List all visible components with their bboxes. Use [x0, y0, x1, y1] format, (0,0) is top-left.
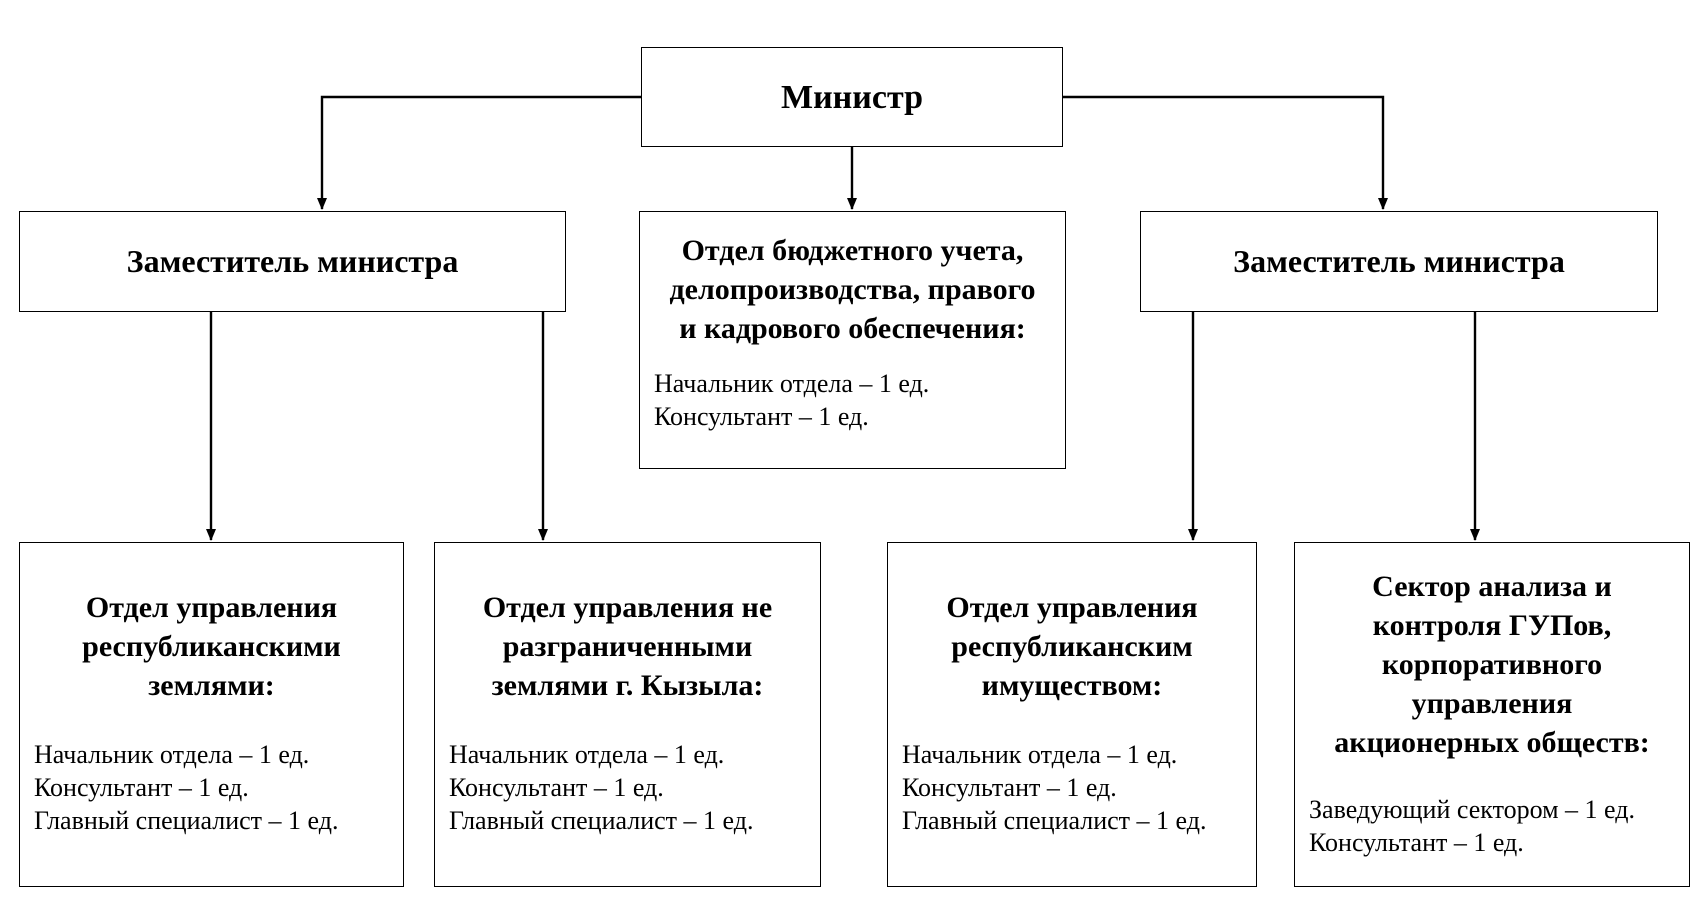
connector-minister-deputy-right: [1063, 95, 1388, 210]
republican-lands-department-staff: Начальник отдела – 1 ед. Консультант – 1…: [34, 740, 339, 835]
undivided-lands-department-title: Отдел управления не разграниченными земл…: [482, 591, 773, 702]
connector-minister-deputy-left: [317, 95, 641, 210]
deputy-minister-right-title: Заместитель министра: [1233, 243, 1565, 279]
budget-department-title: Отдел бюджетного учета, делопроизводства…: [669, 234, 1036, 345]
republican-property-department-box: Отдел управления республиканским имущест…: [887, 542, 1257, 887]
deputy-minister-left-title: Заместитель министра: [126, 243, 459, 279]
analysis-control-sector-box: Сектор анализа и контроля ГУПов, корпора…: [1294, 542, 1690, 887]
undivided-lands-department-staff: Начальник отдела – 1 ед. Консультант – 1…: [449, 740, 754, 835]
republican-lands-department-box: Отдел управления республиканскими землям…: [19, 542, 404, 887]
minister-title: Министр: [781, 78, 923, 116]
undivided-lands-department-box: Отдел управления не разграниченными земл…: [434, 542, 821, 887]
republican-property-department-staff: Начальник отдела – 1 ед. Консультант – 1…: [902, 740, 1207, 835]
budget-department-staff: Начальник отдела – 1 ед. Консультант – 1…: [654, 369, 930, 431]
republican-property-department-title: Отдел управления республиканским имущест…: [946, 591, 1198, 702]
republican-lands-department-title: Отдел управления республиканскими землям…: [82, 591, 341, 702]
budget-department-box: Отдел бюджетного учета, делопроизводства…: [639, 211, 1066, 469]
analysis-control-sector-title: Сектор анализа и контроля ГУПов, корпора…: [1334, 570, 1650, 759]
deputy-minister-right-box: Заместитель министра: [1140, 211, 1658, 312]
minister-box: Министр: [641, 47, 1063, 147]
deputy-minister-left-box: Заместитель министра: [19, 211, 566, 312]
analysis-control-sector-staff: Заведующий сектором – 1 ед. Консультант …: [1309, 795, 1635, 857]
